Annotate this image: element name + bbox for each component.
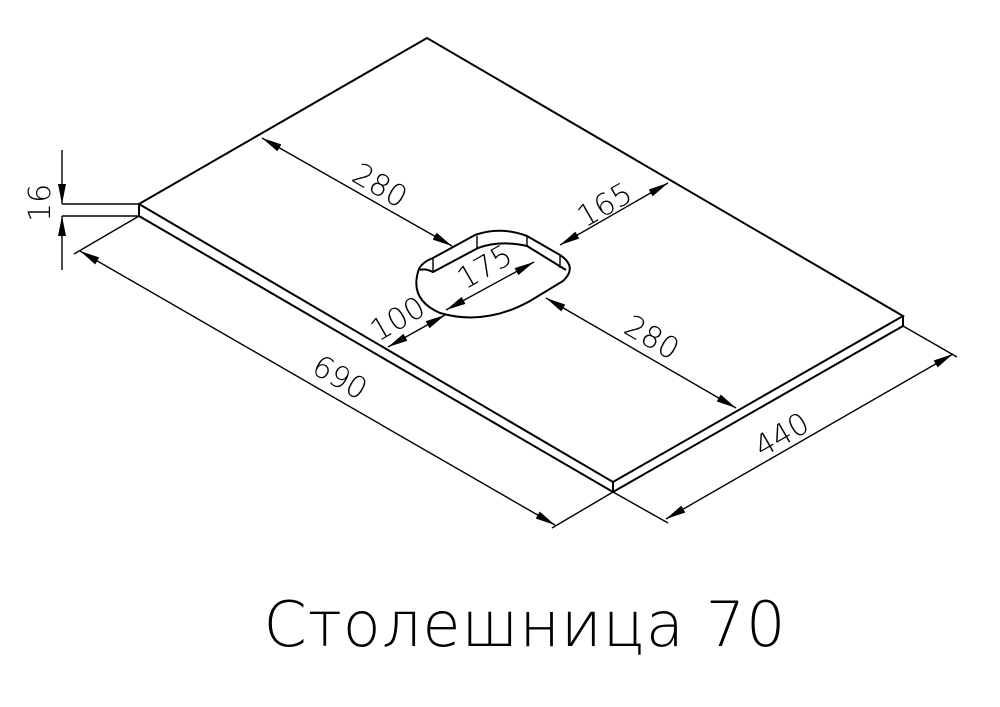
drawing-title: Столешница 70 <box>263 588 787 661</box>
dim-back-offset: 165 <box>572 176 639 235</box>
dim-left-offset: 280 <box>346 157 413 216</box>
dim-thickness: 16 <box>23 184 58 222</box>
dim-length: 690 <box>306 349 373 408</box>
dimension-lines <box>58 137 958 529</box>
dim-depth: 440 <box>749 406 816 465</box>
